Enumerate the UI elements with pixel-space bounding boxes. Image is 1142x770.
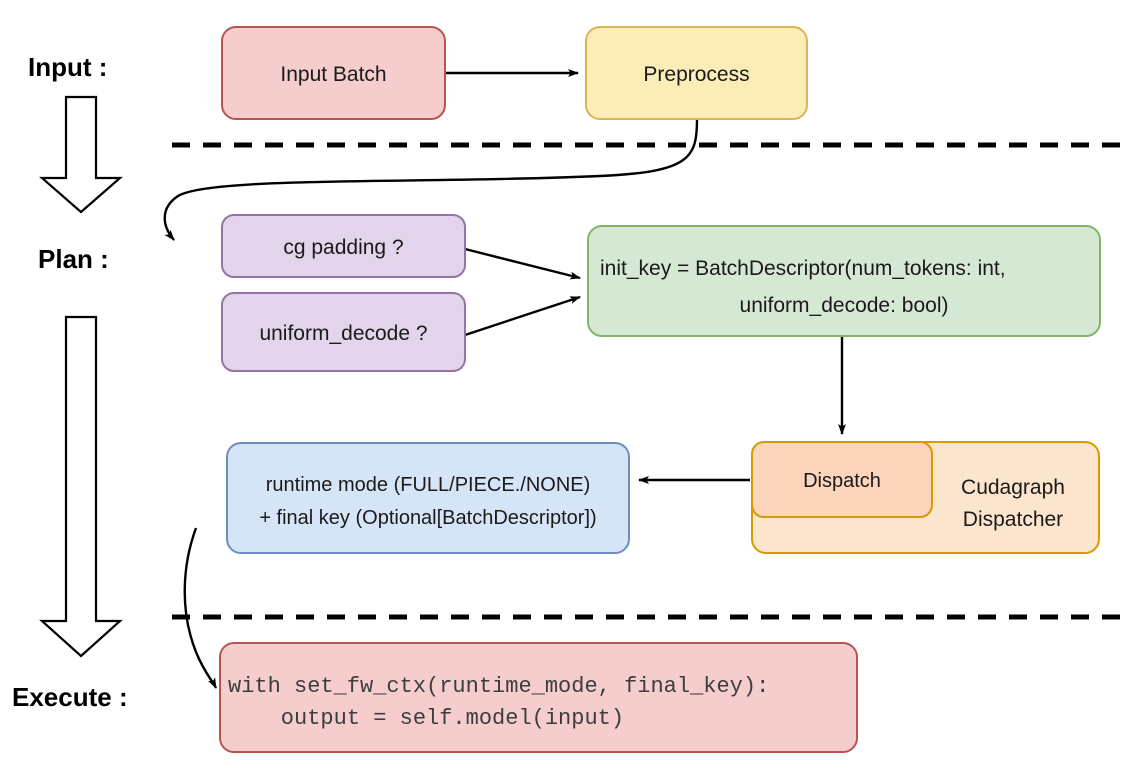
node-runtime-mode-shape[interactable] xyxy=(226,442,630,554)
node-init-key[interactable]: init_key = BatchDescriptor(num_tokens: i… xyxy=(587,225,1101,337)
node-preprocess[interactable]: Preprocess xyxy=(585,26,808,120)
edge-cg-padding-to-init-key xyxy=(464,247,581,280)
edge-runtime-mode-to-execute-code xyxy=(183,527,218,689)
node-runtime-mode-line1: runtime mode (FULL/PIECE./NONE) xyxy=(266,474,591,496)
node-uniform-decode[interactable]: uniform_decode ? xyxy=(221,292,466,372)
node-dispatch-label: Dispatch xyxy=(803,470,881,492)
node-execute-code-line2: output = self.model(input) xyxy=(228,706,624,731)
node-cg-padding-shape[interactable] xyxy=(221,214,466,278)
node-init-key-line1: init_key = BatchDescriptor(num_tokens: i… xyxy=(600,257,1006,280)
node-init-key-shape[interactable] xyxy=(587,225,1101,337)
node-runtime-mode-line2: + final key (Optional[BatchDescriptor]) xyxy=(259,507,596,529)
node-input-batch[interactable]: Input Batch xyxy=(221,26,446,120)
node-preprocess-label: Preprocess xyxy=(643,63,749,86)
edge-uniform-decode-to-init-key xyxy=(464,295,581,337)
node-cg-padding[interactable]: cg padding ? xyxy=(221,214,466,278)
node-execute-code[interactable]: with set_fw_ctx(runtime_mode, final_key)… xyxy=(219,642,858,753)
node-uniform-decode-label: uniform_decode ? xyxy=(259,322,427,345)
node-cudagraph-dispatcher-line1: Cudagraph xyxy=(961,476,1065,499)
stage-label-plan: Plan : xyxy=(38,244,109,274)
node-init-key-line2: uniform_decode: bool) xyxy=(740,294,949,317)
edge-preprocess-to-cg-padding xyxy=(163,118,699,241)
node-input-batch-shape[interactable] xyxy=(221,26,446,120)
stage-label-input: Input : xyxy=(28,52,107,82)
node-execute-code-line1: with set_fw_ctx(runtime_mode, final_key)… xyxy=(228,674,769,699)
node-cudagraph-dispatcher-line2: Dispatcher xyxy=(963,508,1063,531)
node-preprocess-shape[interactable] xyxy=(585,26,808,120)
node-input-batch-label: Input Batch xyxy=(280,63,386,86)
node-dispatch-shape[interactable] xyxy=(751,441,933,518)
stage-arrow-plan-to-execute xyxy=(39,315,123,658)
node-dispatch[interactable]: Dispatch xyxy=(751,441,933,518)
node-cg-padding-label: cg padding ? xyxy=(283,236,403,259)
node-uniform-decode-shape[interactable] xyxy=(221,292,466,372)
node-execute-code-shape[interactable] xyxy=(219,642,858,753)
stage-arrow-input-to-plan xyxy=(39,95,123,214)
stage-label-execute: Execute : xyxy=(12,682,128,712)
node-runtime-mode[interactable]: runtime mode (FULL/PIECE./NONE) + final … xyxy=(226,442,630,554)
